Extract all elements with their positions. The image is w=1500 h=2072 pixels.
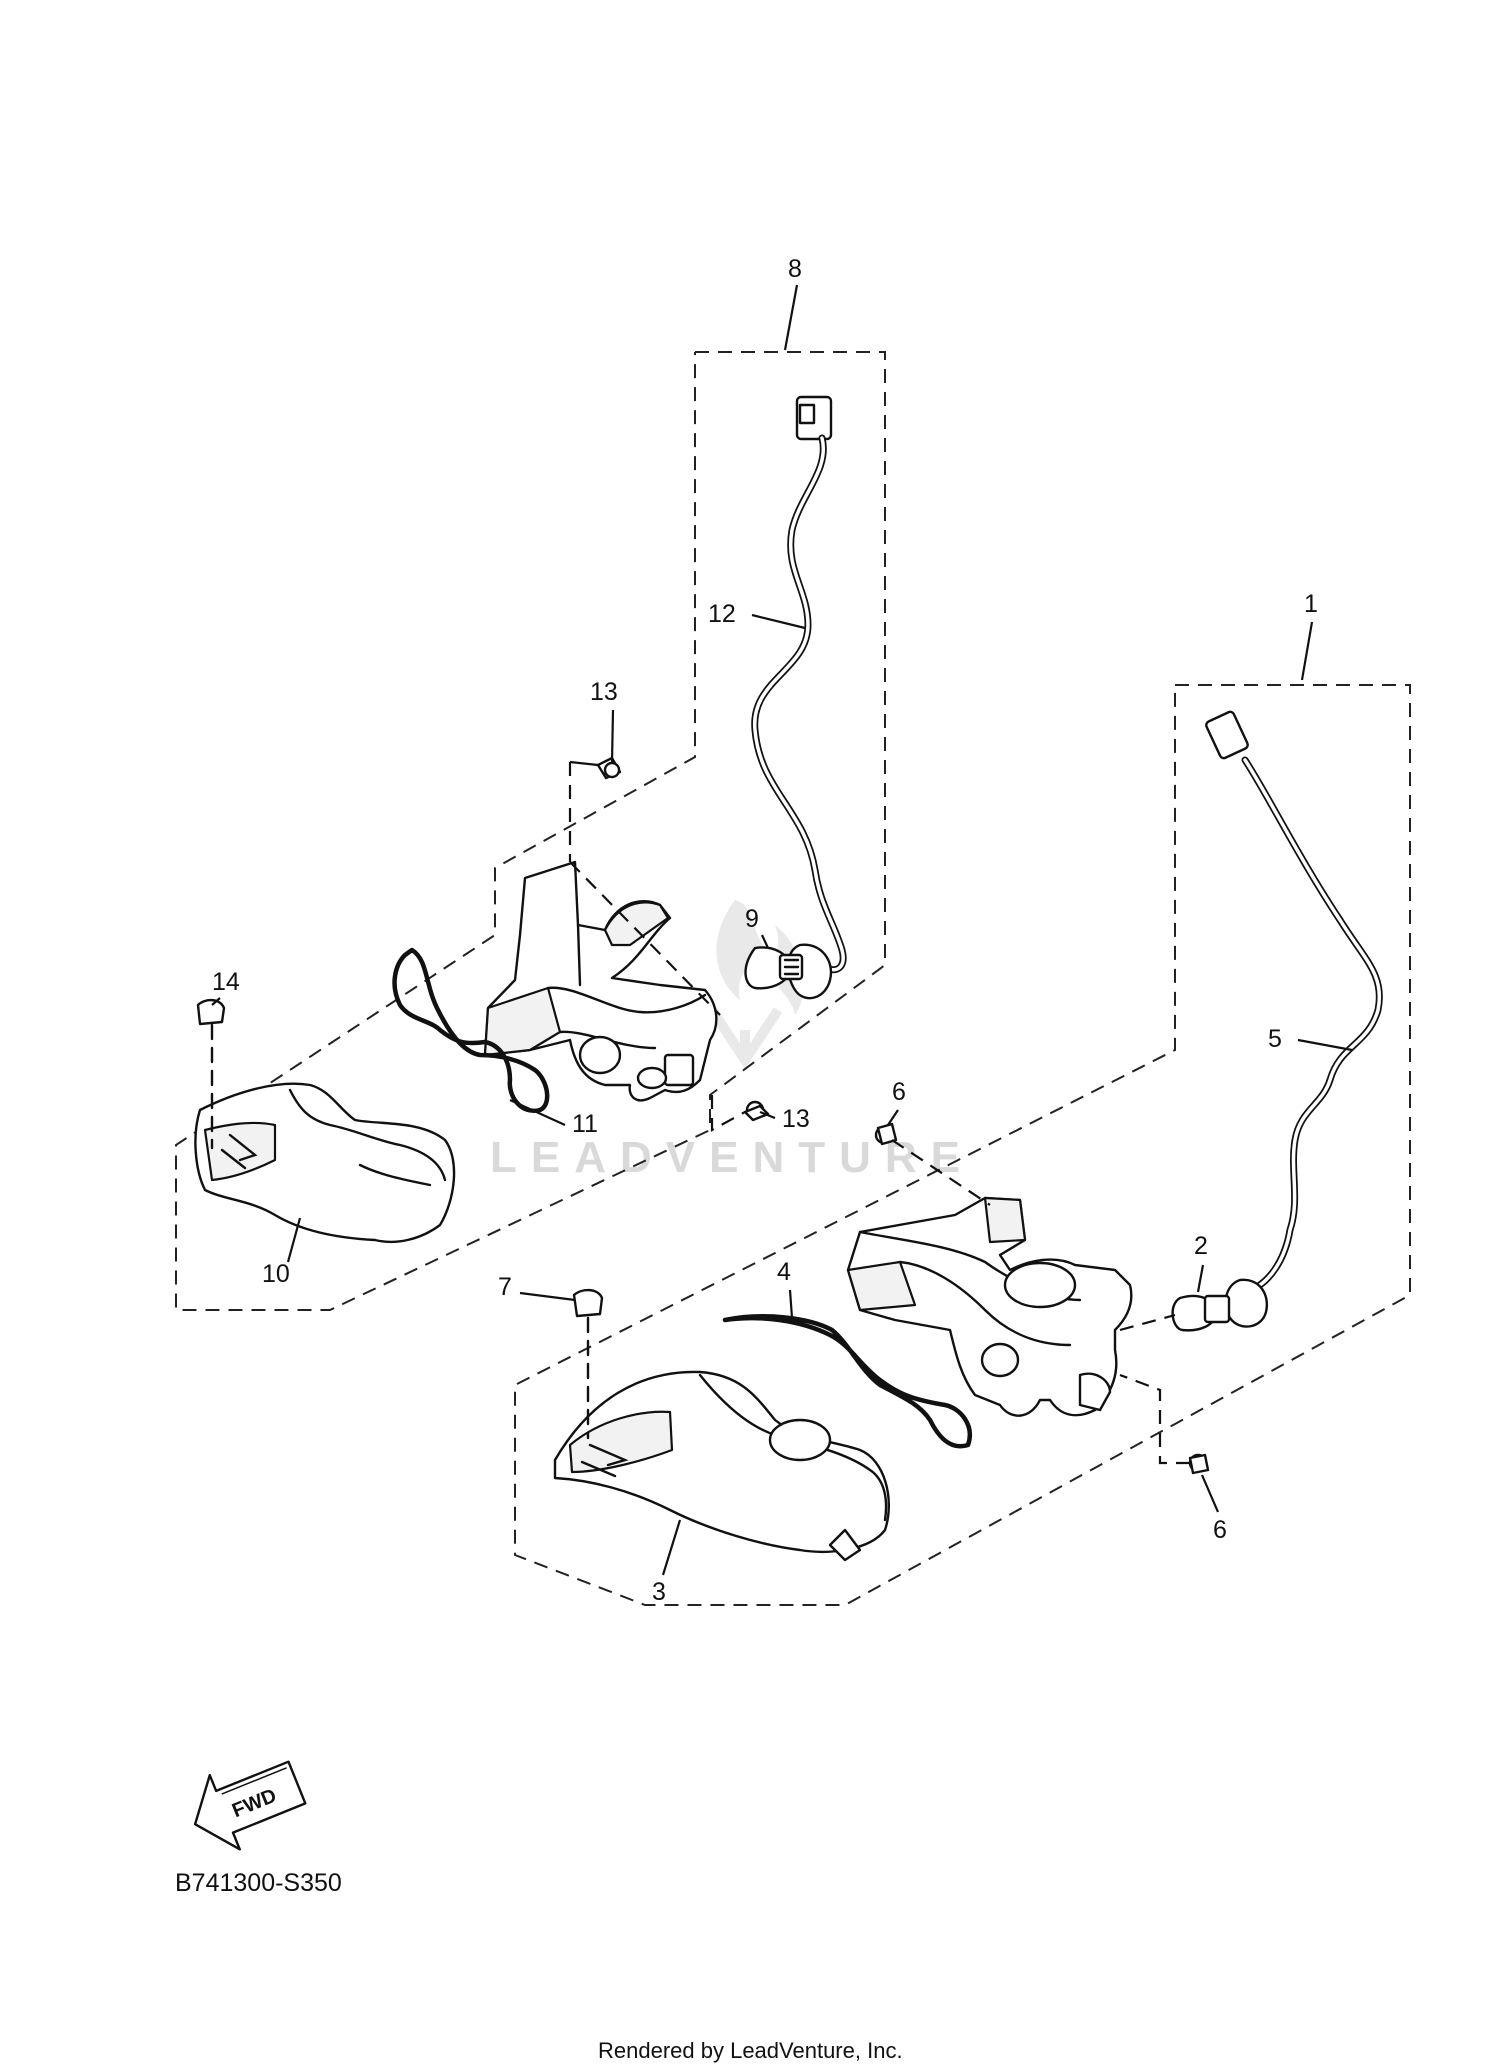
lens-10 <box>194 1082 456 1244</box>
gasket-4 <box>722 1314 972 1449</box>
callout-2: 2 <box>1194 1232 1208 1260</box>
callout-7: 7 <box>498 1273 512 1301</box>
left-housing <box>483 860 718 1102</box>
callout-6-bottom: 6 <box>1213 1516 1227 1544</box>
callout-3: 3 <box>652 1578 666 1606</box>
screw-13-top <box>568 756 622 862</box>
callout-9: 9 <box>745 905 759 933</box>
watermark-text: LEADVENTURE <box>490 1133 974 1182</box>
callout-10: 10 <box>262 1260 290 1288</box>
left-group-boundary <box>175 351 886 1311</box>
footer-credit: Rendered by LeadVenture, Inc. <box>598 2038 903 2063</box>
right-assembly <box>514 684 1411 1606</box>
callout-6-top: 6 <box>892 1078 906 1106</box>
clip-7 <box>572 1288 604 1440</box>
callout-14: 14 <box>212 968 240 996</box>
screw-13-bottom <box>710 1095 770 1132</box>
wire-harness-12 <box>751 395 847 1000</box>
callout-4: 4 <box>777 1258 791 1286</box>
fwd-arrow: FWD <box>193 1760 307 1851</box>
callout-8: 8 <box>788 255 802 283</box>
gasket-11 <box>392 947 550 1113</box>
callout-13-bottom: 13 <box>782 1105 810 1133</box>
right-housing <box>846 1196 1133 1417</box>
bulb-9 <box>744 946 804 990</box>
screw-6-top <box>874 1122 991 1206</box>
callout-5: 5 <box>1268 1025 1282 1053</box>
bulb-2 <box>1171 1294 1231 1332</box>
callout-11: 11 <box>572 1110 598 1138</box>
callout-12: 12 <box>708 600 736 628</box>
callouts: 1 2 3 4 5 6 6 7 8 9 10 11 12 13 13 14 <box>212 255 1318 1606</box>
callout-1: 1 <box>1304 590 1318 618</box>
callout-13-top: 13 <box>590 678 618 706</box>
left-assembly <box>175 351 886 1311</box>
lens-3 <box>553 1370 890 1562</box>
wire-harness-5 <box>1205 710 1383 1328</box>
diagram-code: B741300-S350 <box>175 1869 342 1897</box>
leaders <box>211 284 1353 1576</box>
screw-6-bottom <box>1119 1373 1210 1475</box>
right-group-boundary <box>514 684 1411 1606</box>
